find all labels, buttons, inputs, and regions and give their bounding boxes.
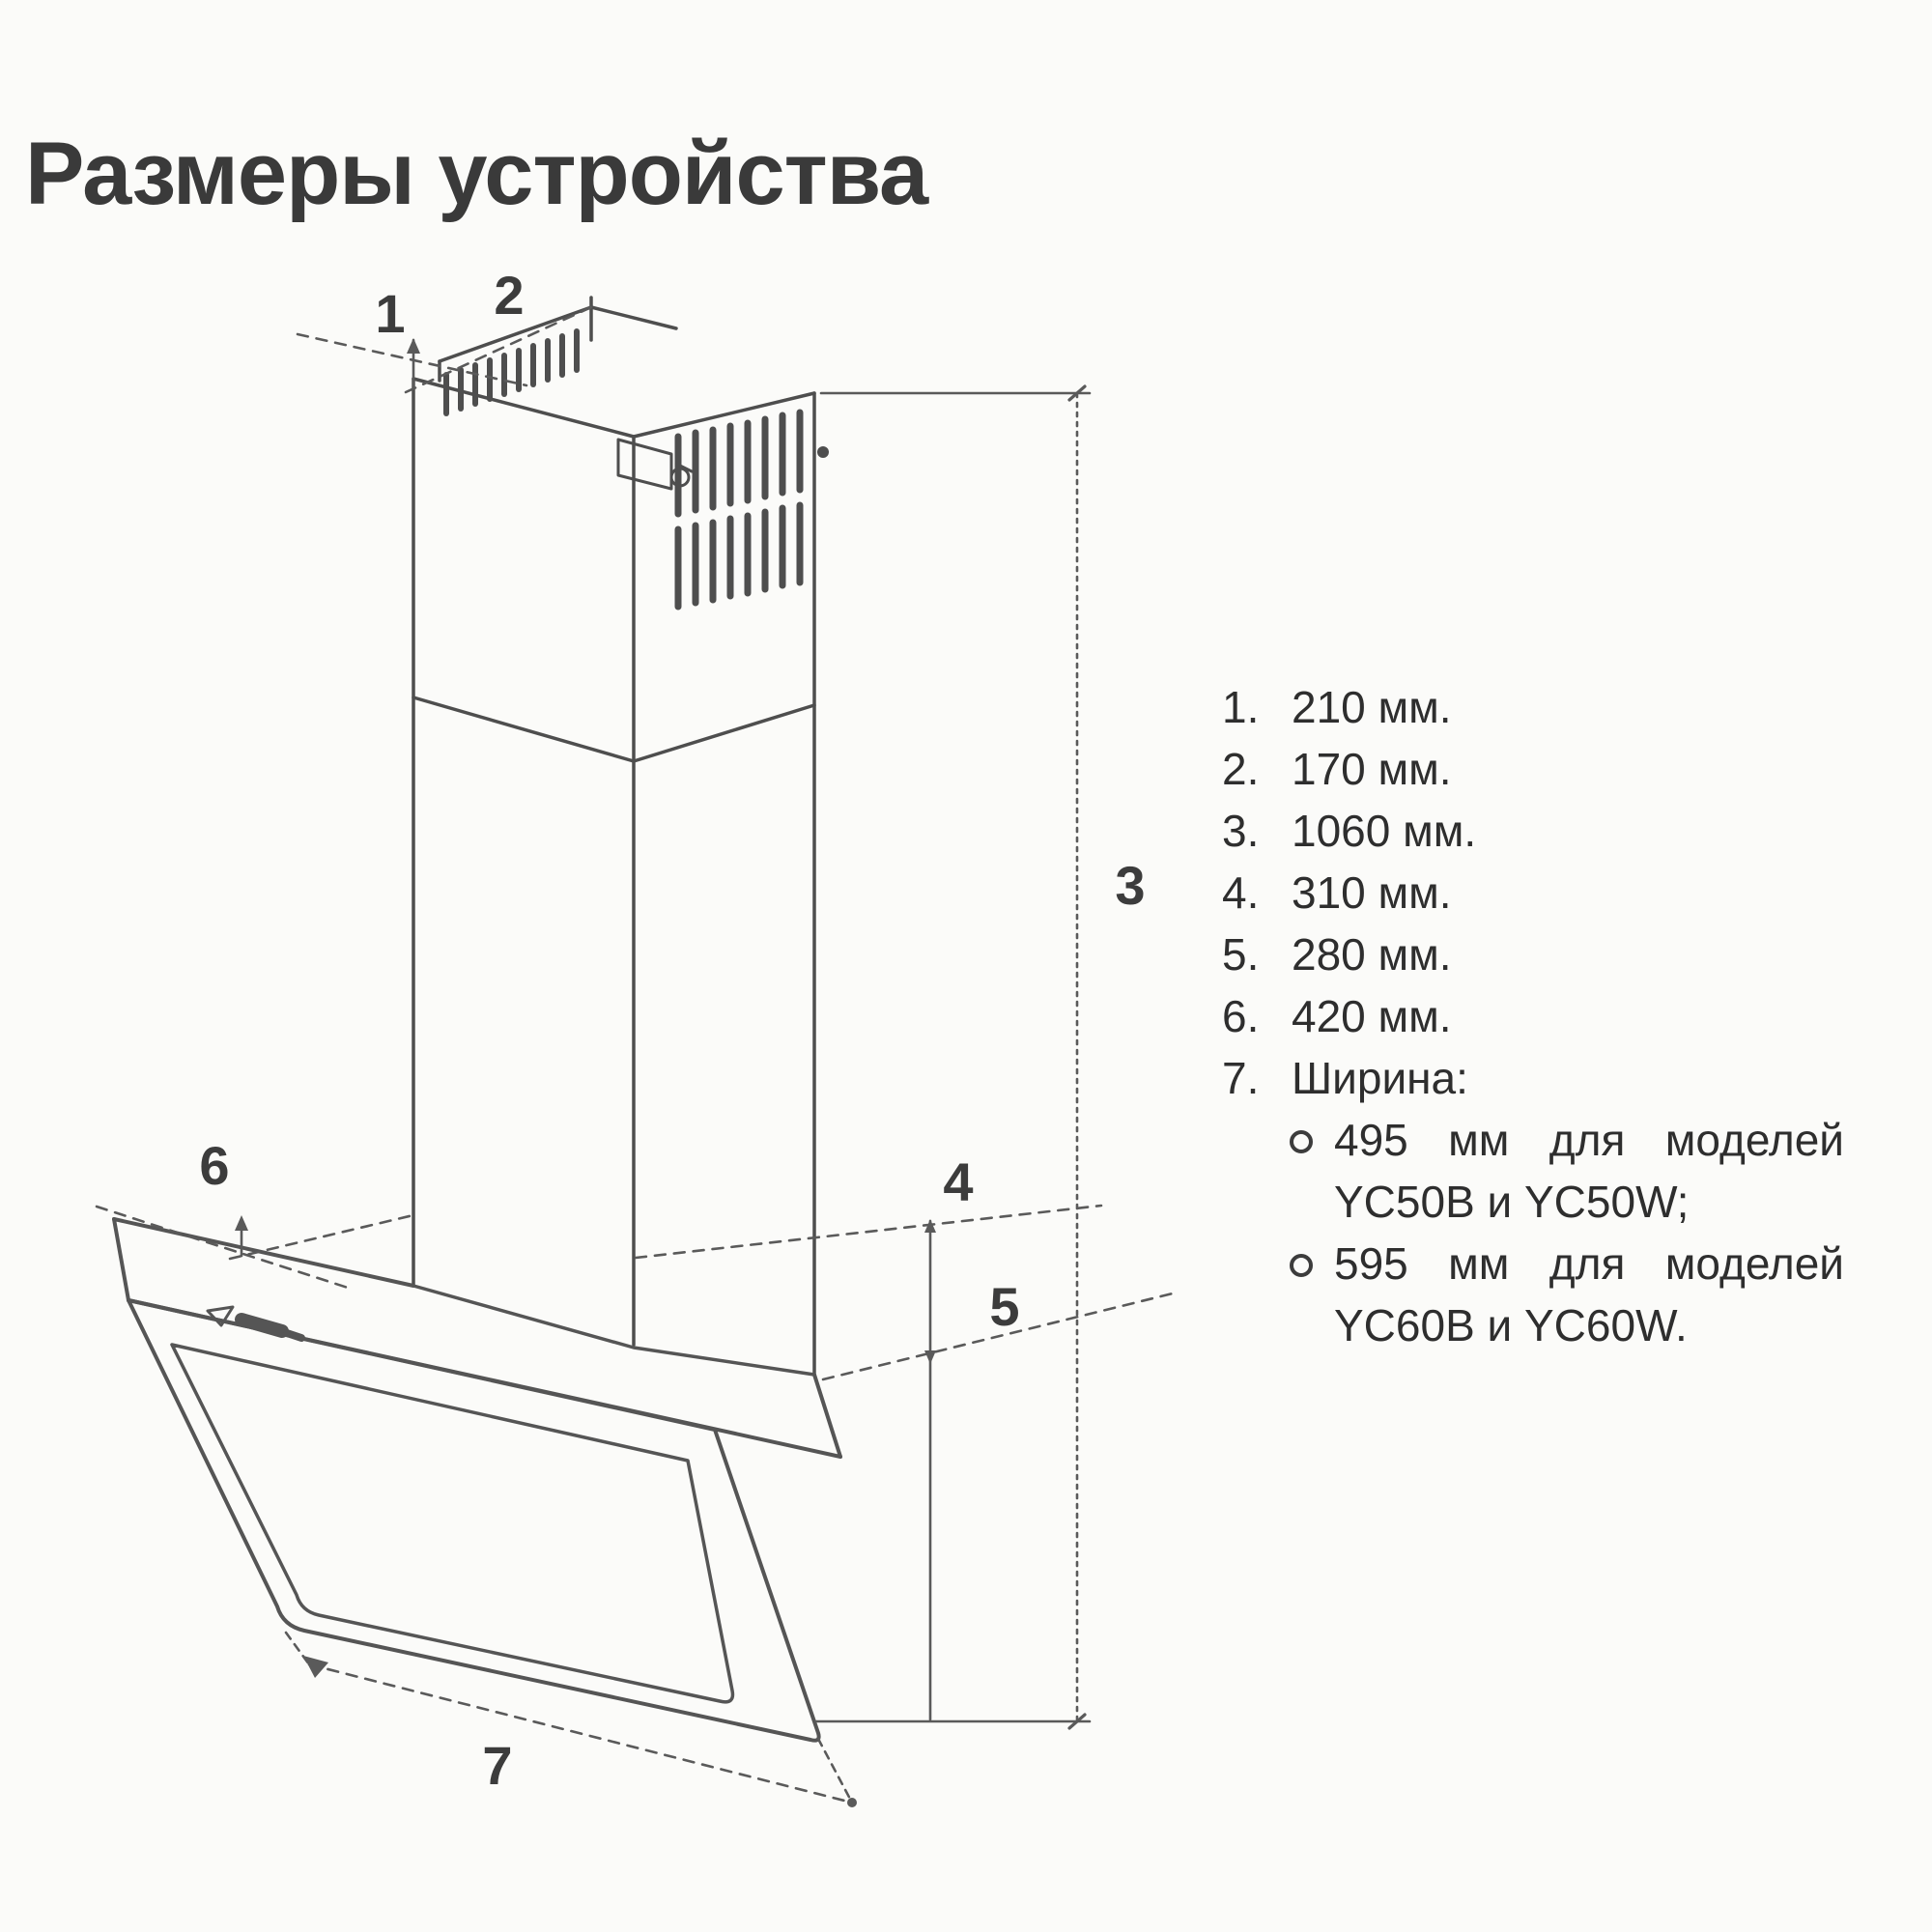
legend-item-number: 1. [1222, 682, 1260, 732]
dim-label-2: 2 [494, 265, 524, 326]
page-title: Размеры устройства [25, 125, 928, 223]
glass-panel [127, 1298, 821, 1743]
legend-item-value: 420 мм. [1292, 991, 1452, 1041]
legend-item-1: 1. 210 мм. [1222, 676, 1860, 738]
dimension-legend: 1. 210 мм. 2. 170 мм. 3. 1060 мм. 4. 310… [1222, 676, 1860, 1356]
dim-label-3: 3 [1115, 855, 1145, 916]
legend-item-value: 310 мм. [1292, 867, 1452, 918]
width-option-2: 595 мм для моделей YC60B и YC60W. [1290, 1233, 1860, 1356]
dimension-lines [95, 305, 1179, 1807]
legend-item-value: 280 мм. [1292, 929, 1452, 980]
legend-item-number: 6. [1222, 991, 1260, 1041]
vent-grille-right-icon [674, 409, 804, 611]
dim-label-1: 1 [375, 283, 405, 344]
legend-item-2: 2. 170 мм. [1222, 738, 1860, 800]
legend-item-5: 5. 280 мм. [1222, 923, 1860, 985]
screw-dot-icon [817, 446, 829, 458]
dim-label-7: 7 [482, 1735, 512, 1796]
legend-item-number: 2. [1222, 744, 1260, 794]
dim-label-6: 6 [199, 1135, 229, 1196]
circle-bullet-icon [1290, 1254, 1313, 1277]
dim-label-5: 5 [989, 1276, 1019, 1337]
chimney-outline [412, 296, 816, 1377]
circle-bullet-icon [1290, 1130, 1313, 1153]
dim-label-4: 4 [943, 1151, 973, 1212]
legend-item-number: 3. [1222, 806, 1260, 856]
vent-grille-top-icon [443, 328, 580, 416]
legend-item-number: 7. [1222, 1053, 1260, 1103]
legend-item-3: 3. 1060 мм. [1222, 800, 1860, 862]
legend-item-value: Ширина: [1292, 1053, 1468, 1103]
legend-item-7: 7. Ширина: [1222, 1047, 1860, 1109]
width-option-value: 595 мм для моделей YC60B и YC60W. [1334, 1238, 1844, 1350]
legend-item-value: 210 мм. [1292, 682, 1452, 732]
width-option-value: 495 мм для моделей YC50B и YC50W; [1334, 1115, 1844, 1227]
legend-item-number: 5. [1222, 929, 1260, 980]
legend-item-number: 4. [1222, 867, 1260, 918]
hood-body [112, 1217, 842, 1459]
legend-item-value: 170 мм. [1292, 744, 1452, 794]
legend-item-6: 6. 420 мм. [1222, 985, 1860, 1047]
legend-item-4: 4. 310 мм. [1222, 862, 1860, 923]
width-option-1: 495 мм для моделей YC50B и YC50W; [1290, 1109, 1860, 1233]
legend-item-value: 1060 мм. [1292, 806, 1477, 856]
